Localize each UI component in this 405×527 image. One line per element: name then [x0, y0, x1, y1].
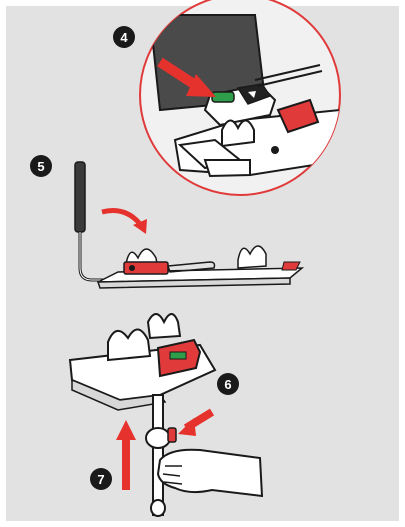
green-indicator-side	[170, 352, 186, 359]
up-arrow-icon	[122, 438, 130, 490]
svg-text:4: 4	[120, 30, 128, 45]
svg-text:5: 5	[37, 159, 44, 174]
step-4-detail-view	[140, 0, 345, 195]
step-badge-5: 5	[30, 155, 52, 177]
handle-grip	[75, 162, 85, 232]
svg-text:6: 6	[224, 377, 231, 392]
support-leg	[153, 395, 163, 515]
green-indicator	[212, 92, 234, 102]
curved-arrow-icon	[102, 211, 140, 225]
svg-text:7: 7	[97, 472, 104, 487]
hand-icon	[158, 450, 262, 496]
step-badge-4: 4	[113, 26, 135, 48]
step-badge-7: 7	[90, 468, 112, 490]
leg-release-button	[168, 428, 176, 442]
step-badge-6: 6	[217, 373, 239, 395]
